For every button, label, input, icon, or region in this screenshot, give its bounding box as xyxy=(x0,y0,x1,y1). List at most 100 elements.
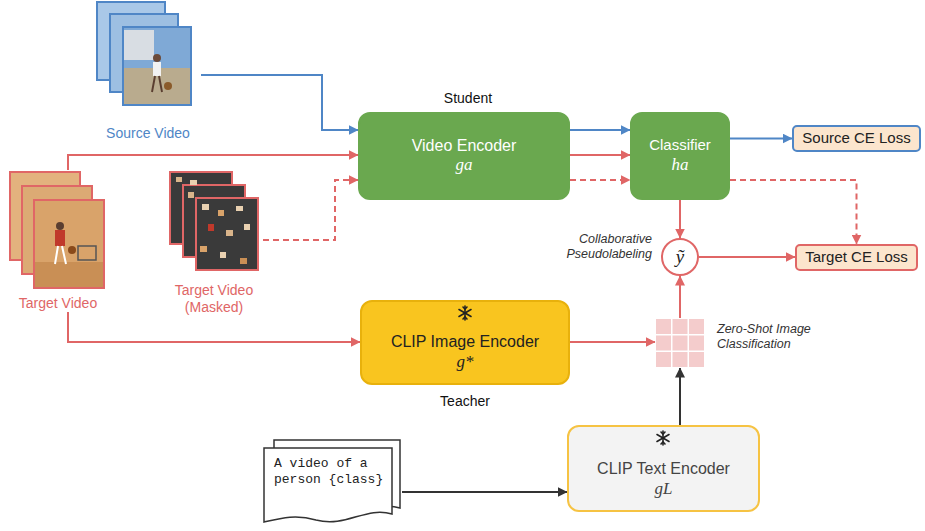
snowflake-arm xyxy=(657,435,669,442)
matrix-caption: Zero-Shot Image Classification xyxy=(717,322,852,353)
step-label: Collaborative Pseudolabeling xyxy=(546,232,652,263)
masked-video-frames xyxy=(170,172,258,270)
pseudolabel-circle: ỹ xyxy=(661,238,699,276)
teacher-encoder-box: CLIP Image Encoderg* xyxy=(360,300,570,385)
video-frame xyxy=(123,27,191,105)
snowflake-icon xyxy=(459,306,471,320)
video-frame xyxy=(34,200,104,288)
matrix-cell xyxy=(689,336,704,351)
matrix-cell xyxy=(656,336,671,351)
snowflake-tip xyxy=(463,307,467,309)
connector-arrow xyxy=(570,129,630,131)
snowflake-arm xyxy=(657,435,669,442)
visible-patch xyxy=(220,252,226,258)
source-video-frames xyxy=(97,2,191,105)
connector-arrow xyxy=(402,491,567,493)
visible-patch xyxy=(240,258,247,264)
prompt-text: A video of a person {class} xyxy=(274,456,392,488)
snowflake-tip xyxy=(661,432,665,434)
connector-arrow xyxy=(201,75,358,130)
math-symbol: gL xyxy=(655,479,673,500)
role-label: Student xyxy=(418,90,518,107)
loss-box: Source CE Loss xyxy=(792,125,921,152)
matrix-cell xyxy=(673,352,688,367)
snowflake-arm xyxy=(459,310,471,317)
math-symbol: ga xyxy=(456,155,473,176)
video-caption: Target Video xyxy=(19,295,97,312)
loss-name: Target CE Loss xyxy=(805,248,908,266)
visible-patch xyxy=(226,230,233,236)
math-symbol: ỹ xyxy=(676,245,684,268)
similarity-matrix: Zero-Shot Image Classification xyxy=(655,318,705,368)
math-symbol: g* xyxy=(457,352,474,373)
box-title: Video Encoder xyxy=(412,136,517,156)
connector-arrow xyxy=(679,368,681,425)
classifier-box: Classifierha xyxy=(630,112,730,200)
document-page xyxy=(264,448,392,522)
video-caption: Source Video xyxy=(106,125,190,142)
connector-arrow xyxy=(68,312,360,342)
building xyxy=(124,30,154,60)
video-frame xyxy=(196,198,258,270)
visible-patch xyxy=(190,180,197,185)
role-label: Teacher xyxy=(415,393,515,410)
person-leg xyxy=(55,246,58,264)
visible-patch xyxy=(218,210,224,216)
visible-patch xyxy=(236,206,243,211)
person-head xyxy=(56,222,64,230)
snowflake-arm xyxy=(459,310,471,317)
prompt-document: A video of a person {class} xyxy=(262,438,402,526)
matrix-cell xyxy=(673,319,688,334)
person-shirt xyxy=(55,230,65,246)
ball xyxy=(164,82,172,90)
matrix-cell xyxy=(656,352,671,367)
person-leg xyxy=(159,76,162,92)
connector-arrow xyxy=(570,154,630,156)
dashed-connector xyxy=(570,179,630,181)
connector-arrow xyxy=(679,200,681,238)
visible-patch xyxy=(208,224,214,231)
target-video-frames xyxy=(10,172,104,288)
snowflake-icon xyxy=(657,431,669,445)
visible-patch xyxy=(200,246,207,252)
visible-patch xyxy=(202,204,209,210)
person-body xyxy=(153,62,161,76)
connector-arrow xyxy=(679,276,681,318)
video-thumbnail-stack: Target Video xyxy=(8,170,108,312)
dashed-connector xyxy=(730,180,857,244)
box-title: Classifier xyxy=(649,136,711,154)
floor xyxy=(35,262,103,287)
matrix-cells xyxy=(655,318,705,368)
snowflake-arm xyxy=(464,306,466,320)
text-encoder-box: CLIP Text EncodergL xyxy=(567,425,760,512)
ball xyxy=(68,246,76,254)
connector-arrow xyxy=(570,341,655,343)
video-caption: Target Video (Masked) xyxy=(167,282,262,316)
math-symbol: ha xyxy=(672,155,689,176)
dashed-connector xyxy=(263,180,358,240)
box-title: CLIP Text Encoder xyxy=(597,459,730,479)
video-thumbnail-stack: Source Video xyxy=(95,0,201,142)
snowflake-tip xyxy=(463,317,467,319)
encoder-box: Video Encoderga xyxy=(358,112,570,200)
matrix-cell xyxy=(673,336,688,351)
connector-arrow xyxy=(699,256,795,258)
box-title: CLIP Image Encoder xyxy=(391,332,539,352)
matrix-cell xyxy=(689,319,704,334)
matrix-cell xyxy=(689,352,704,367)
visible-patch xyxy=(176,177,182,182)
snowflake-tip xyxy=(661,442,665,444)
chair xyxy=(78,246,96,260)
person-head xyxy=(153,54,161,62)
connector-arrow xyxy=(68,155,358,170)
person-leg xyxy=(62,246,66,264)
visible-patch xyxy=(188,192,194,198)
matrix-cell xyxy=(656,319,671,334)
loss-name: Source CE Loss xyxy=(802,129,910,147)
connector-arrow xyxy=(730,138,792,140)
